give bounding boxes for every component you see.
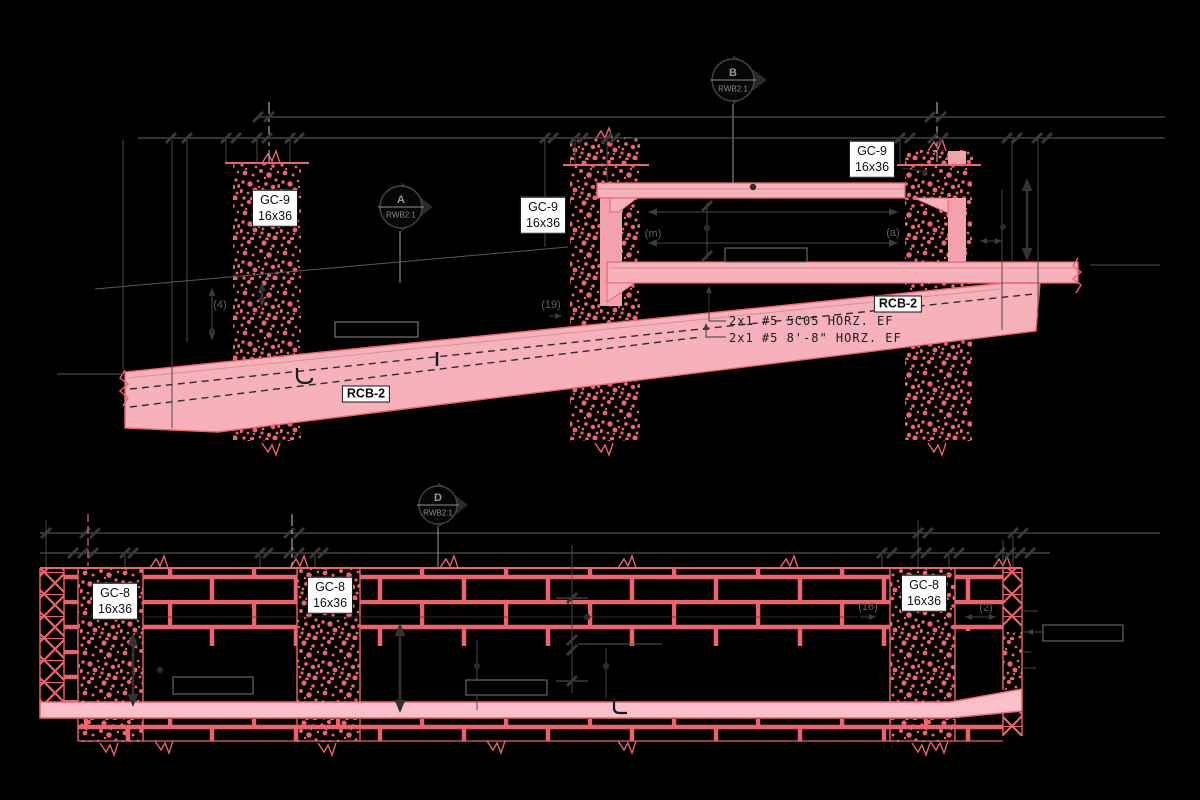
- column-tag-name: GC-9: [260, 192, 290, 207]
- column-tag-size: 16x36: [525, 216, 561, 230]
- section-marker-a-letter: A: [397, 194, 405, 206]
- section-marker-b-letter: B: [729, 67, 737, 79]
- column-tag-size: 16x36: [312, 596, 348, 610]
- column-tag-name: GC-9: [528, 199, 558, 214]
- column-tag-size: 16x36: [97, 602, 133, 616]
- column-tag-gc8-3: GC-8 16x36: [900, 574, 948, 612]
- column-tag-gc8-1: GC-8 16x36: [91, 582, 139, 620]
- column-tag-name: GC-8: [315, 579, 345, 594]
- dim-ref-2: (2): [979, 602, 993, 614]
- column-tag-size: 16x36: [854, 160, 890, 174]
- section-marker-b-sheet: RWB2.1: [718, 84, 748, 94]
- column-tag-gc9-3: GC-9 16x36: [848, 140, 896, 178]
- column-tag-size: 16x36: [906, 594, 942, 608]
- column-tag-gc9-1: GC-9 16x36: [251, 189, 299, 227]
- column-tag-name: GC-9: [857, 143, 887, 158]
- dim-ref-4: (4): [213, 299, 227, 311]
- column-tag-gc8-2: GC-8 16x36: [306, 576, 354, 614]
- beam-tag-rcb2-right: RCB-2: [873, 295, 923, 313]
- rebar-note-2: 2x1 #5 8'-8" HORZ. EF: [729, 331, 902, 345]
- section-marker-d-letter: D: [434, 492, 442, 504]
- column-tag-name: GC-8: [909, 577, 939, 592]
- dim-ref-16: (16): [858, 601, 878, 613]
- dim-ref-m: (m): [644, 228, 662, 240]
- dim-ref-a: (a): [886, 227, 900, 239]
- section-marker-d-sheet: RWB2.1: [423, 508, 453, 518]
- column-tag-gc9-2: GC-9 16x36: [519, 196, 567, 234]
- column-tag-name: GC-8: [100, 585, 130, 600]
- section-marker-a-sheet: RWB2.1: [386, 210, 416, 220]
- beam-tag-rcb2-left: RCB-2: [341, 385, 391, 403]
- rebar-note-1: 2x1 #5 5C05 HORZ. EF: [729, 314, 894, 328]
- dim-ref-19: (19): [541, 299, 561, 311]
- column-tag-size: 16x36: [257, 209, 293, 223]
